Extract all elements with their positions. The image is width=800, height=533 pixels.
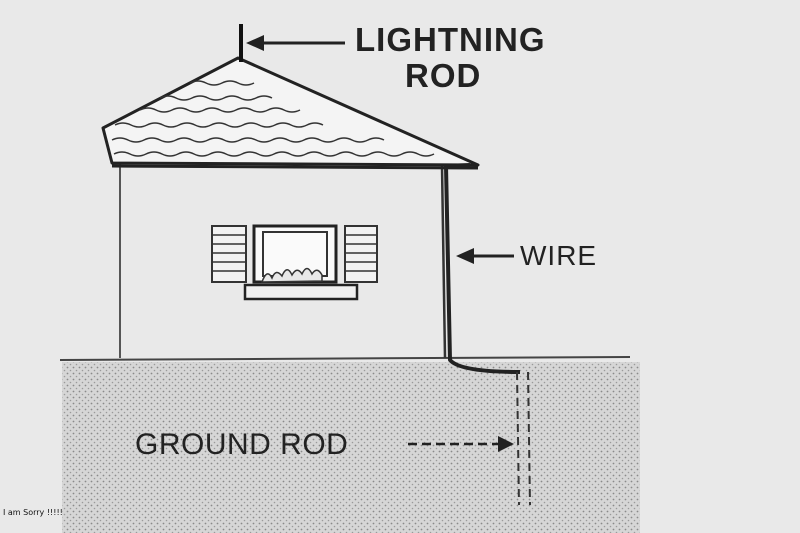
house-wall (119, 163, 447, 359)
ground (59, 356, 640, 533)
window (211, 224, 378, 301)
caption-text: I am Sorry !!!!! (3, 508, 63, 517)
ground-rod (516, 371, 531, 506)
roof (101, 56, 480, 170)
lightning-label: LIGHTNING (355, 21, 546, 58)
left-shutter (211, 225, 247, 283)
wire (444, 163, 521, 374)
arrow-to-wire (456, 248, 514, 264)
wire-label: WIRE (520, 240, 598, 271)
flower-box (243, 267, 359, 301)
arrow-to-lightning-rod (246, 35, 345, 51)
right-shutter (344, 225, 378, 283)
ground-rod-label: GROUND ROD (135, 428, 349, 461)
arrow-to-ground-rod (408, 436, 514, 452)
rod-label: ROD (405, 57, 482, 94)
